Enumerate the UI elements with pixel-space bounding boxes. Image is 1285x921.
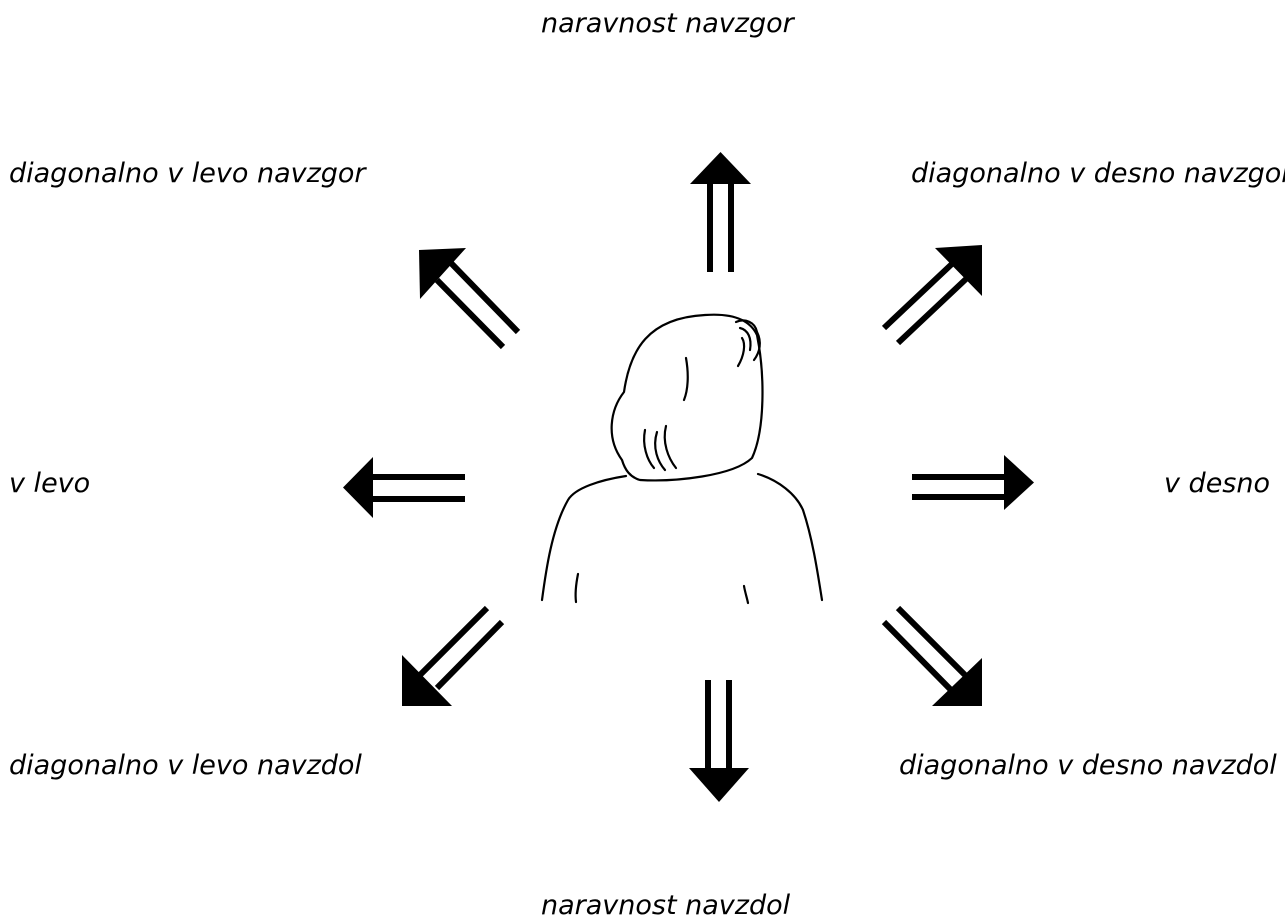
label-left: v levo — [9, 468, 91, 499]
arrow-right-icon — [912, 455, 1034, 510]
arrow-up-icon — [690, 152, 751, 272]
label-diagonal-down-right: diagonalno v desno navzdol — [899, 750, 1277, 781]
label-straight-down: naravnost navzdol — [541, 890, 791, 921]
label-diagonal-down-left: diagonalno v levo navzdol — [9, 750, 362, 781]
arrow-up-right-icon — [881, 245, 982, 346]
label-right: v desno — [1164, 468, 1271, 499]
arrow-up-left-icon — [419, 248, 521, 350]
label-straight-up: naravnost navzgor — [541, 8, 794, 39]
arrow-down-right-icon — [881, 605, 982, 706]
arrow-down-left-icon — [402, 605, 505, 706]
label-diagonal-up-right: diagonalno v desno navzgor — [911, 158, 1285, 189]
arrow-down-icon — [689, 680, 749, 802]
label-diagonal-up-left: diagonalno v levo navzgor — [9, 158, 366, 189]
arrow-left-icon — [343, 457, 465, 518]
person-figure — [540, 313, 824, 605]
